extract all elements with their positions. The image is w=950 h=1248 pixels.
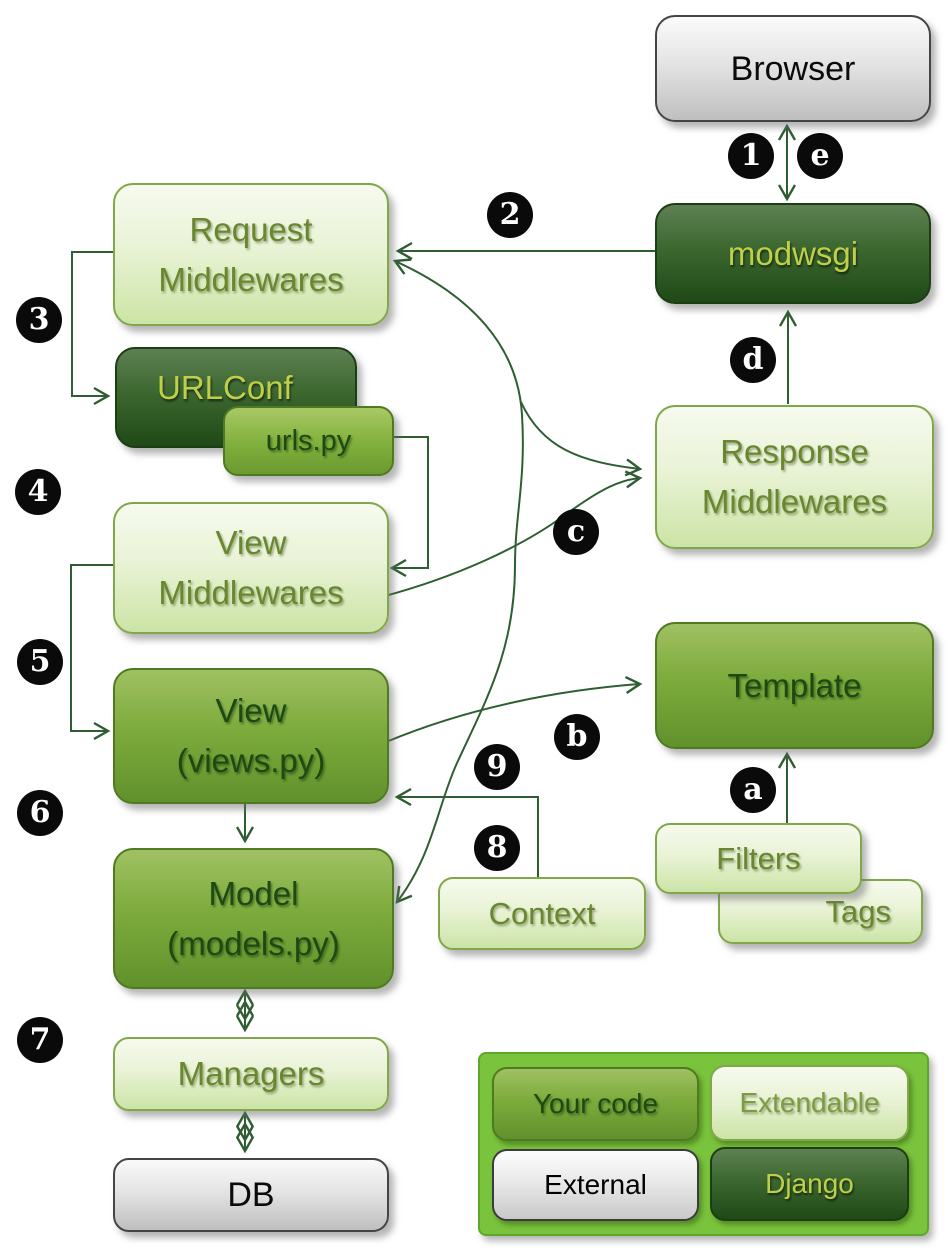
badge-step-4: 4: [15, 469, 61, 515]
node-managers-label: Managers: [177, 1055, 325, 1092]
node-response-middlewares-line2: Middlewares: [701, 483, 888, 520]
node-template-label: Template: [727, 666, 862, 704]
curve-view-to-template: [385, 675, 643, 743]
legend-external-label: External: [544, 1169, 647, 1200]
badge-step-d: d: [730, 337, 776, 383]
node-urls-py-label: urls.py: [265, 425, 352, 457]
node-view-middlewares-line2: Middlewares: [158, 574, 344, 611]
node-view: View (views.py): [113, 668, 389, 804]
curve-request-middlewares-model: [392, 258, 524, 904]
badge-step-8: 8: [474, 825, 520, 871]
badge-step-6: 6: [17, 790, 63, 836]
badge-step-5: 5: [17, 639, 63, 685]
node-view-line2: (views.py): [176, 742, 326, 779]
node-view-middlewares-line1: View: [215, 524, 287, 561]
legend-django-label: Django: [765, 1168, 854, 1199]
node-model-line2: (models.py): [167, 924, 340, 962]
node-context-label: Context: [488, 895, 596, 931]
node-urls-py: urls.py: [223, 406, 394, 476]
node-db: DB: [113, 1158, 389, 1232]
legend-extendable-label: Extendable: [739, 1087, 880, 1118]
node-template: Template: [655, 622, 934, 749]
badge-step-b: b: [554, 714, 600, 760]
node-db-label: DB: [227, 1176, 275, 1214]
badge-step-1: 1: [728, 133, 774, 179]
node-filters: Filters: [655, 823, 862, 894]
node-urlconf-label: URLConf: [157, 369, 293, 406]
node-filters-label: Filters: [716, 840, 801, 876]
badge-step-c: c: [553, 509, 599, 555]
legend-extendable: Extendable: [710, 1065, 909, 1141]
node-request-middlewares-line2: Middlewares: [158, 260, 344, 298]
node-response-middlewares: Response Middlewares: [655, 405, 934, 549]
node-managers: Managers: [113, 1037, 389, 1111]
badge-step-7: 7: [17, 1017, 63, 1063]
badge-step-2: 2: [487, 192, 533, 238]
node-view-middlewares: View Middlewares: [113, 502, 389, 634]
arrow-request-middlewares-to-urlconf: [71, 251, 113, 406]
node-response-middlewares-line1: Response: [720, 433, 869, 470]
node-request-middlewares: Request Middlewares: [113, 183, 389, 326]
node-view-line1: View: [215, 692, 287, 729]
node-context: Context: [438, 877, 646, 950]
node-model: Model (models.py): [113, 848, 394, 989]
curve-fork-to-response-middlewares: [520, 401, 643, 477]
curve-view-middlewares-to-response-middlewares: [384, 470, 643, 597]
arrow-urlspy-to-view-middlewares: [389, 436, 429, 578]
node-modwsgi-label: modwsgi: [727, 234, 859, 272]
node-browser-label: Browser: [730, 49, 856, 88]
node-model-line1: Model: [208, 874, 299, 912]
node-browser: Browser: [655, 15, 931, 122]
legend-your-code: Your code: [492, 1067, 699, 1141]
legend-your-code-label: Your code: [532, 1088, 659, 1119]
badge-step-9: 9: [474, 744, 520, 790]
arrow-view-middlewares-to-view: [70, 564, 113, 741]
badge-step-a: a: [730, 767, 776, 813]
node-modwsgi: modwsgi: [655, 203, 931, 304]
badge-step-e: e: [797, 133, 843, 179]
node-tags-label: Tags: [825, 893, 891, 929]
legend: Your code Extendable External Django: [478, 1052, 929, 1236]
badge-step-3: 3: [16, 297, 62, 343]
legend-django: Django: [710, 1147, 909, 1221]
legend-external: External: [492, 1149, 699, 1221]
node-request-middlewares-line1: Request: [189, 210, 313, 248]
